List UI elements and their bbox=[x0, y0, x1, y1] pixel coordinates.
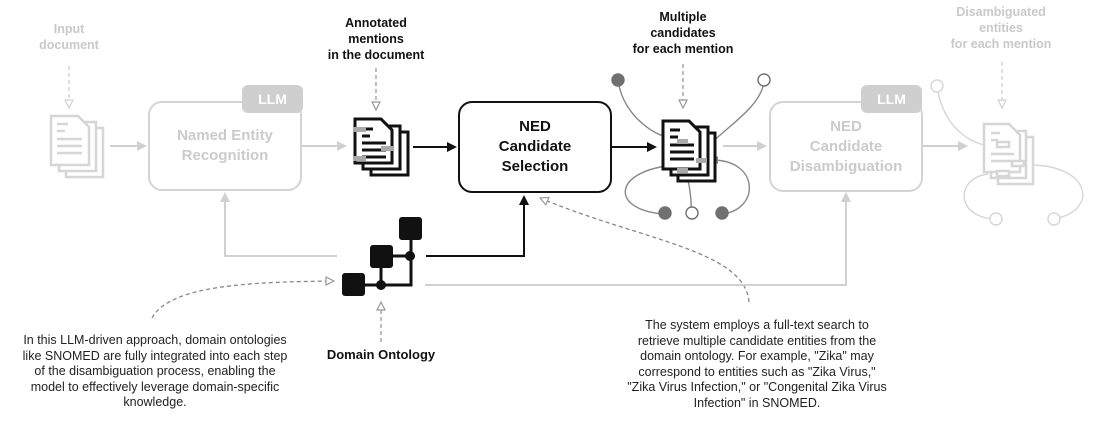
note-line: retrieve multiple candidate entities fro… bbox=[637, 333, 877, 348]
note-left: In this LLM-driven approach, domain onto… bbox=[0, 333, 310, 411]
note-line: "Zika Virus Infection," or "Congenital Z… bbox=[627, 380, 887, 394]
note-line: The system employs a full-text search to bbox=[645, 318, 869, 332]
box-label-line: Selection bbox=[501, 158, 569, 175]
candidate-nodes bbox=[611, 73, 771, 220]
note-line: of the disambiguation process, enabling … bbox=[34, 364, 276, 378]
ontology-to-disambiguation-line bbox=[425, 192, 851, 286]
output-node bbox=[989, 212, 1003, 226]
note-right: The system employs a full-text search to… bbox=[597, 318, 917, 411]
label-line: entities bbox=[979, 21, 1023, 35]
label-line: document bbox=[39, 38, 99, 52]
candidates-document-icon bbox=[661, 119, 717, 183]
label-line: for each mention bbox=[950, 37, 1052, 51]
domain-ontology-icon bbox=[342, 217, 422, 296]
candidate-node-filled bbox=[611, 73, 625, 87]
label-line: candidates bbox=[650, 26, 716, 40]
output-document-icon bbox=[982, 122, 1035, 186]
box-label-line: Candidate bbox=[809, 137, 883, 155]
label-line: mentions bbox=[348, 32, 404, 46]
box-label-line: Named Entity bbox=[177, 127, 273, 144]
note-line: like SNOMED are fully integrated into ea… bbox=[22, 348, 288, 363]
llm-badge-disambiguation: LLM bbox=[861, 85, 922, 113]
label-line: Multiple bbox=[659, 10, 707, 24]
candidate-node-empty bbox=[757, 73, 771, 87]
label-domain-ontology: Domain Ontology bbox=[326, 347, 436, 362]
note-line: In this LLM-driven approach, domain onto… bbox=[23, 333, 287, 347]
note-line: Infection" in SNOMED. bbox=[693, 395, 821, 410]
box-label-line: Candidate bbox=[498, 138, 572, 155]
ontology-to-ner-line bbox=[220, 192, 337, 257]
label-disambiguated-entities: Disambiguated entities for each mention bbox=[936, 4, 1066, 52]
pointer-right-note bbox=[540, 198, 750, 303]
llm-badge-ner: LLM bbox=[242, 85, 303, 113]
label-line: in the document bbox=[327, 48, 425, 62]
candidate-node-empty bbox=[685, 206, 699, 220]
ontology-to-selection-line bbox=[426, 195, 529, 257]
candidate-node-filled bbox=[715, 206, 729, 220]
label-annotated-mentions: Annotated mentions in the document bbox=[316, 15, 436, 63]
ned-candidate-selection-box[interactable]: NED Candidate Selection bbox=[458, 101, 612, 193]
box-label-line: NED bbox=[830, 117, 862, 135]
output-node bbox=[1047, 212, 1061, 226]
input-document-icon bbox=[49, 114, 105, 179]
box-label-line: Disambiguation bbox=[789, 157, 903, 175]
label-line: Annotated bbox=[345, 16, 407, 30]
label-line: Input bbox=[53, 22, 85, 36]
label-line: Disambiguated bbox=[956, 5, 1046, 19]
note-line: correspond to entities such as "Zika Vir… bbox=[638, 364, 876, 379]
annotated-document-icon bbox=[353, 117, 410, 177]
output-node bbox=[930, 79, 944, 93]
note-line: model to effectively leverage domain-spe… bbox=[30, 379, 280, 394]
note-line: domain ontology. For example, "Zika" may bbox=[640, 349, 874, 363]
label-multiple-candidates: Multiple candidates for each mention bbox=[623, 9, 743, 57]
output-nodes bbox=[930, 79, 1061, 226]
pointer-left-note bbox=[151, 281, 334, 319]
candidate-node-filled bbox=[658, 206, 672, 220]
ned-candidate-disambiguation-box[interactable]: NED Candidate Disambiguation bbox=[769, 101, 923, 192]
label-input-document: Input document bbox=[27, 21, 111, 53]
box-label-line: NED bbox=[519, 118, 551, 135]
label-line: for each mention bbox=[632, 42, 734, 56]
ner-box[interactable]: Named Entity Recognition bbox=[148, 101, 302, 191]
box-label-line: Recognition bbox=[181, 147, 269, 164]
output-links bbox=[937, 91, 1084, 220]
note-line: knowledge. bbox=[123, 395, 187, 409]
